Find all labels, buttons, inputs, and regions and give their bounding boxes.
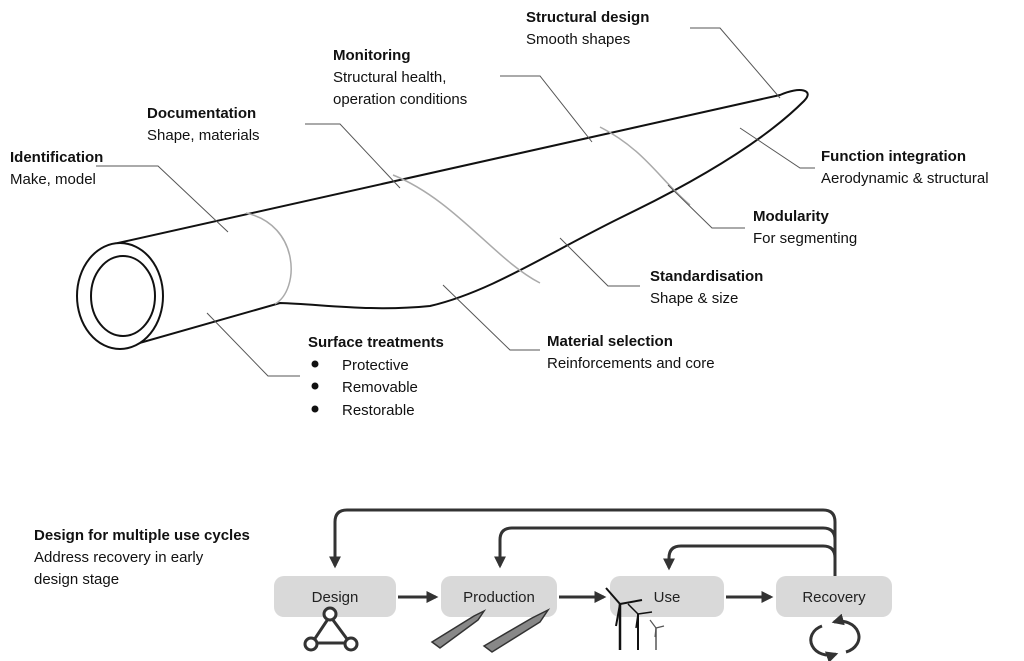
- stage-use-box: [610, 576, 724, 617]
- stage-recovery-label: Recovery: [802, 589, 866, 606]
- wind-turbines-icon: [605, 587, 665, 650]
- triangle-network-icon: [303, 606, 359, 652]
- feedback-arrows: [329, 508, 837, 578]
- surface-treatments-title: Surface treatments: [308, 334, 444, 351]
- leader-identification: [96, 165, 229, 233]
- structural-design-title: Structural design: [526, 9, 649, 26]
- surface-treatment-item-2: Removable: [342, 379, 418, 396]
- annotation-structural-design: Structural design Smooth shapes: [526, 9, 649, 48]
- stage-recovery: Recovery: [776, 576, 892, 617]
- cycle-line2: design stage: [34, 571, 119, 588]
- function-integration-text: Aerodynamic & structural: [821, 170, 989, 187]
- cycle-title: Design for multiple use cycles: [34, 527, 250, 544]
- annotation-monitoring: Monitoring Structural health, operation …: [333, 47, 467, 108]
- bullet-icon: [311, 405, 319, 413]
- stage-design-box: [274, 576, 396, 617]
- documentation-title: Documentation: [147, 105, 256, 122]
- surface-treatment-item-3: Restorable: [342, 402, 415, 419]
- stage-recovery-box: [776, 576, 892, 617]
- identification-text: Make, model: [10, 171, 96, 188]
- leader-monitoring: [500, 75, 593, 143]
- structural-design-text: Smooth shapes: [526, 31, 630, 48]
- recycle-arrows-icon: [809, 613, 861, 661]
- identification-title: Identification: [10, 149, 103, 166]
- bullet-icon: [311, 360, 319, 368]
- leader-lines: [96, 27, 815, 377]
- annotation-material-selection: Material selection Reinforcements and co…: [547, 333, 715, 372]
- blade-segments-icon: [430, 608, 551, 653]
- stage-production-label: Production: [463, 589, 535, 606]
- annotation-documentation: Documentation Shape, materials: [147, 105, 260, 144]
- stage-use: Use: [610, 576, 724, 617]
- leader-surface-treatments: [206, 312, 300, 377]
- leader-documentation: [305, 123, 401, 189]
- annotation-modularity: Modularity For segmenting: [753, 208, 857, 247]
- surface-treatment-item-1: Protective: [342, 357, 409, 374]
- stage-use-label: Use: [654, 589, 681, 606]
- annotation-function-integration: Function integration Aerodynamic & struc…: [821, 148, 989, 187]
- segment-seam-1: [245, 212, 292, 305]
- blade-root-inner: [90, 255, 156, 337]
- monitoring-line2: operation conditions: [333, 91, 467, 108]
- material-selection-title: Material selection: [547, 333, 673, 350]
- material-selection-text: Reinforcements and core: [547, 355, 715, 372]
- function-integration-title: Function integration: [821, 148, 966, 165]
- leader-material-selection: [442, 284, 540, 351]
- stage-design: Design: [274, 576, 396, 617]
- stage-production: Production: [441, 576, 557, 617]
- standardisation-text: Shape & size: [650, 290, 738, 307]
- bullet-icon: [311, 382, 319, 390]
- leader-modularity: [667, 184, 745, 229]
- feedback-arrow-to-production: [494, 526, 837, 578]
- segment-seam-3: [599, 126, 691, 206]
- annotation-identification: Identification Make, model: [10, 149, 103, 188]
- modularity-title: Modularity: [753, 208, 829, 225]
- turbine-blade: [76, 89, 809, 350]
- stage-production-box: [441, 576, 557, 617]
- modularity-text: For segmenting: [753, 230, 857, 247]
- annotation-surface-treatments: Surface treatments Protective Removable …: [308, 334, 444, 419]
- cycle-description: Design for multiple use cycles Address r…: [34, 527, 250, 588]
- feedback-arrow-to-use: [663, 544, 837, 578]
- blade-body: [116, 89, 809, 350]
- standardisation-title: Standardisation: [650, 268, 763, 285]
- leader-structural-design: [690, 27, 781, 99]
- feedback-arrow-to-design: [329, 508, 837, 578]
- cycle-line1: Address recovery in early: [34, 549, 204, 566]
- leader-standardisation: [559, 237, 640, 287]
- annotation-standardisation: Standardisation Shape & size: [650, 268, 763, 307]
- leader-function-integration: [739, 127, 815, 169]
- monitoring-line1: Structural health,: [333, 69, 446, 86]
- segment-seam-2: [392, 174, 541, 284]
- monitoring-title: Monitoring: [333, 47, 410, 64]
- stage-design-label: Design: [312, 589, 359, 606]
- documentation-text: Shape, materials: [147, 127, 260, 144]
